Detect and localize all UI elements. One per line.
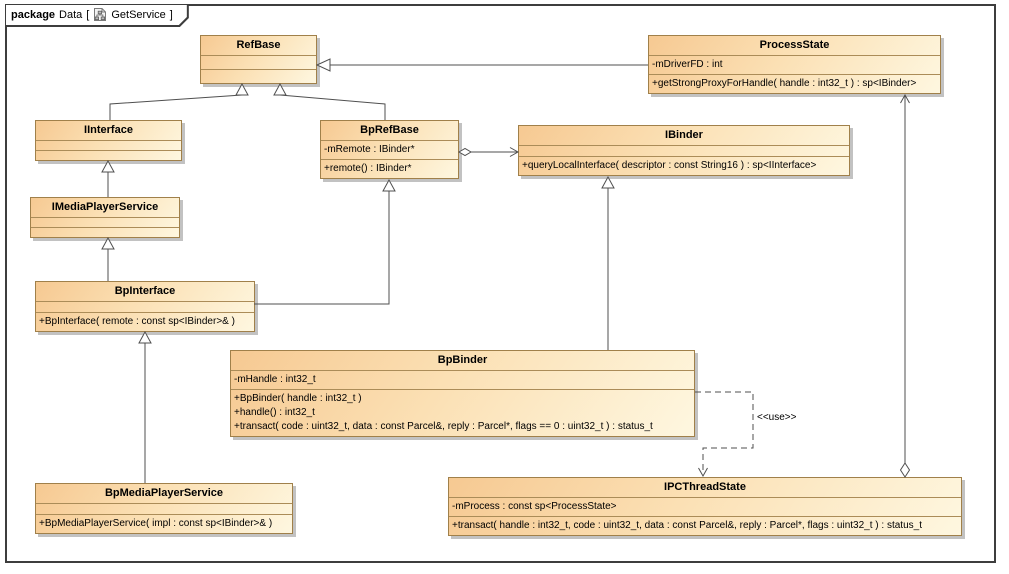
class-title: RefBase [236,39,281,51]
generalization-ProcessState-RefBase[interactable] [315,58,648,72]
attribute: -mProcess : const sp<ProcessState> [452,501,617,512]
operation: +remote() : IBinder* [324,163,412,174]
attributes-compartment: -mRemote : IBinder* [321,140,458,159]
generalization-IMediaPlayerService-IInterface[interactable] [101,159,115,197]
operations-compartment: +BpInterface( remote : const sp<IBinder>… [36,312,254,331]
operations-compartment: +BpMediaPlayerService( impl : const sp<I… [36,514,292,533]
class-IBinder[interactable]: IBinder +queryLocalInterface( descriptor… [518,125,850,176]
diagram-name: GetService [111,8,166,21]
class-IMediaPlayerService[interactable]: IMediaPlayerService [30,197,180,238]
attributes-compartment: -mHandle : int32_t [231,370,694,389]
attribute: -mHandle : int32_t [234,374,316,385]
class-IPCThreadState[interactable]: IPCThreadState -mProcess : const sp<Proc… [448,477,962,536]
attributes-compartment: -mDriverFD : int [649,55,940,74]
operations-compartment: +remote() : IBinder* [321,159,458,178]
attributes-compartment [36,503,292,514]
class-BpInterface[interactable]: BpInterface +BpInterface( remote : const… [35,281,255,332]
class-title: ProcessState [759,39,830,51]
operation: +handle() : int32_t [234,407,315,418]
operations-compartment [31,227,179,237]
operations-compartment: +getStrongProxyForHandle( handle : int32… [649,74,940,93]
attributes-compartment: -mProcess : const sp<ProcessState> [449,497,961,516]
association-IPCThreadState-ProcessState[interactable] [899,93,911,478]
class-BpRefBase[interactable]: BpRefBase -mRemote : IBinder* +remote() … [320,120,459,179]
attribute: -mDriverFD : int [652,59,723,70]
attributes-compartment [36,301,254,312]
generalization-BpInterface-BpRefBase[interactable] [254,178,396,305]
package-tab-content: package Data [ GetService ] [6,5,187,25]
class-title: IMediaPlayerService [51,201,159,213]
attributes-compartment [36,140,181,150]
class-IInterface[interactable]: IInterface [35,120,182,161]
operations-compartment: +transact( handle : int32_t, code : uint… [449,516,961,535]
bracket-open: [ [86,8,90,21]
class-title: BpMediaPlayerService [104,487,223,499]
association-BpRefBase-IBinder[interactable] [458,147,520,157]
class-BpMediaPlayerService[interactable]: BpMediaPlayerService +BpMediaPlayerServi… [35,483,293,534]
operation: +transact( handle : int32_t, code : uint… [452,520,922,531]
operations-compartment [36,150,181,160]
class-ProcessState[interactable]: ProcessState -mDriverFD : int +getStrong… [648,35,941,94]
attributes-compartment [31,217,179,227]
generalization-BpMediaPlayerService-BpInterface[interactable] [138,330,152,483]
class-title: IInterface [84,124,133,136]
class-title: BpBinder [437,354,488,366]
operation: +queryLocalInterface( descriptor : const… [522,160,817,171]
dependency-BpBinder-IPCThreadState[interactable] [695,391,754,478]
operation: +getStrongProxyForHandle( handle : int32… [652,78,917,89]
attribute: -mRemote : IBinder* [324,144,415,155]
class-title: BpInterface [114,285,176,297]
generalization-BpRefBase-RefBase[interactable] [273,82,386,120]
attributes-compartment [201,55,316,69]
generalization-BpBinder-IBinder[interactable] [601,175,615,350]
generalization-BpInterface-IMediaPlayerService[interactable] [101,236,115,281]
class-title: BpRefBase [360,124,419,136]
use-stereotype-label: <<use>> [756,412,798,423]
operation: +BpBinder( handle : int32_t ) [234,393,362,404]
operations-compartment: +BpBinder( handle : int32_t ) +handle() … [231,389,694,436]
operation: +BpMediaPlayerService( impl : const sp<I… [39,518,273,529]
package-context: Data [59,8,83,21]
attributes-compartment [519,145,849,156]
class-BpBinder[interactable]: BpBinder -mHandle : int32_t +BpBinder( h… [230,350,695,437]
generalization-IInterface-RefBase[interactable] [109,82,249,120]
class-RefBase[interactable]: RefBase [200,35,317,84]
operations-compartment: +queryLocalInterface( descriptor : const… [519,156,849,175]
package-keyword: package [11,8,56,21]
bracket-close: ] [169,8,173,21]
operation: +BpInterface( remote : const sp<IBinder>… [39,316,235,327]
operation: +transact( code : uint32_t, data : const… [234,421,653,432]
class-title: IPCThreadState [664,481,746,493]
operations-compartment [201,69,316,83]
class-diagram-icon [93,7,107,22]
class-title: IBinder [665,129,703,141]
package-tab[interactable]: package Data [ GetService ] [5,4,189,27]
